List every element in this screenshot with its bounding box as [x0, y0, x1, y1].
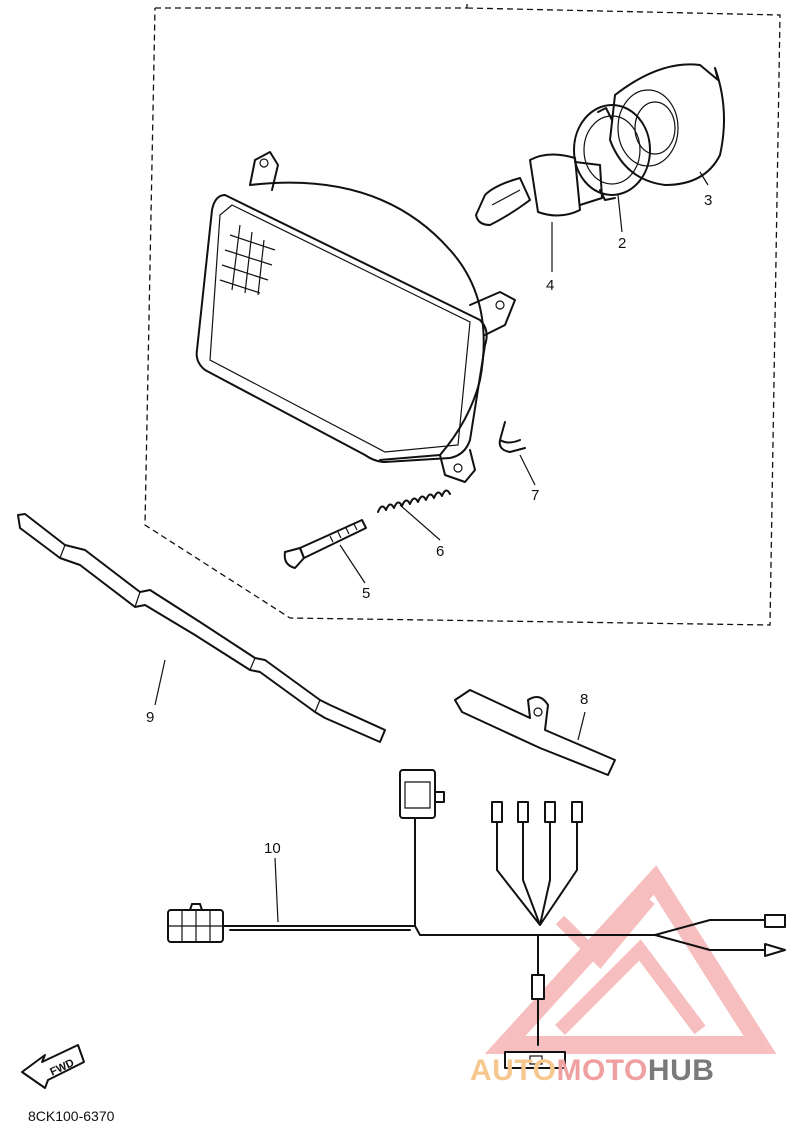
part-4-bulb — [475, 153, 603, 226]
part-7-clip — [498, 421, 526, 453]
callout-8: 8 — [580, 691, 588, 708]
watermark-part-auto: AUTO — [470, 1054, 557, 1087]
callout-3: 3 — [704, 192, 712, 209]
catalog-code: 8CK100-6370 — [28, 1108, 115, 1124]
callout-5: 5 — [362, 585, 370, 602]
part-6-spring — [377, 489, 451, 513]
part-10-wire-harness — [167, 769, 786, 1069]
callout-2: 2 — [618, 235, 626, 252]
callout-10: 10 — [264, 840, 281, 857]
watermark-part-moto: MOTO — [556, 1054, 648, 1087]
watermark-text: AUTOMOTOHUB — [470, 1054, 714, 1088]
fwd-direction-arrow: FWD — [21, 1044, 85, 1089]
watermark-part-hub: HUB — [647, 1054, 715, 1087]
part-2-bulb-holder — [573, 104, 651, 201]
callout-6: 6 — [436, 543, 444, 560]
part-3-dust-cover — [609, 63, 725, 186]
part-5-screw — [283, 519, 367, 569]
callout-4: 4 — [546, 277, 554, 294]
part-8-stay — [454, 689, 616, 776]
callout-7: 7 — [531, 487, 539, 504]
headlight-assembly-boundary — [144, 0, 781, 626]
callout-9: 9 — [146, 709, 154, 726]
watermark-logo — [484, 865, 777, 1054]
part-9-bracket — [17, 513, 386, 743]
headlight-unit — [195, 151, 516, 483]
callout-leaders — [154, 171, 709, 923]
